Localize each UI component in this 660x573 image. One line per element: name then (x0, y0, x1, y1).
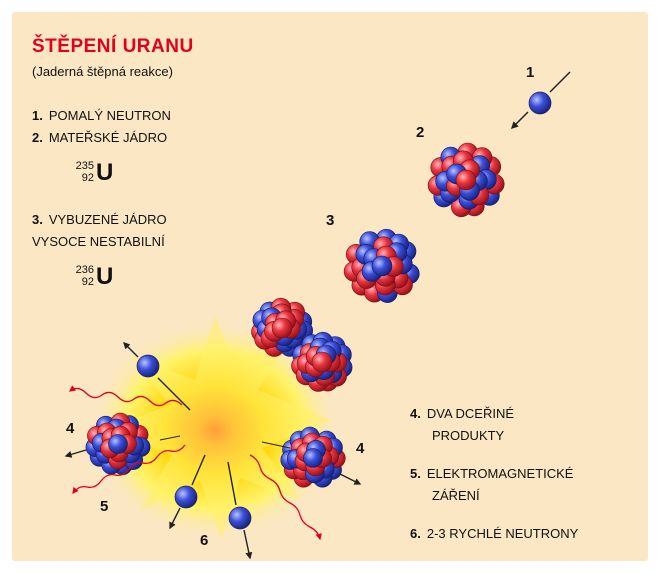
step-label-2: 2 (416, 124, 424, 141)
proton (312, 352, 332, 372)
daughter-motion-arrow (340, 474, 360, 484)
neutron (372, 256, 392, 276)
step-label-3: 3 (326, 212, 334, 229)
legend-item-3: 3.VYBUZENÉ JÁDRO (32, 210, 167, 229)
daughter-motion-arrow (66, 450, 86, 456)
fast-neutron (137, 355, 159, 377)
fast-neutron (175, 486, 197, 508)
legend-item-6: 6.2-3 RYCHLÉ NEUTRONY (410, 524, 578, 543)
proton (272, 318, 292, 338)
neutron (304, 449, 323, 468)
fast-neutron (229, 507, 251, 529)
step-label-5: 5 (100, 498, 108, 515)
legend-item-1: 1.POMALÝ NEUTRON (32, 106, 171, 125)
legend-item-4-line2: PRODUKTY (432, 426, 504, 445)
slow-neutron (529, 92, 551, 114)
incoming-neutron-arrow (512, 112, 528, 128)
legend-item-3-line2: VYSOCE NESTABILNÍ (32, 232, 165, 251)
page-title: ŠTĚPENÍ URANU (32, 36, 194, 58)
proton (456, 170, 476, 190)
legend-item-5-line2: ZÁŘENÍ (432, 486, 480, 505)
step-label-6: 6 (200, 532, 208, 549)
page-subtitle: (Jaderná štěpná reakce) (32, 64, 173, 79)
legend-item-2: 2.MATEŘSKÉ JÁDRO (32, 128, 167, 147)
incoming-neutron-track (550, 72, 570, 92)
step-label-4-right: 4 (356, 440, 364, 457)
parent-nucleus (428, 143, 504, 217)
excited-nucleus (344, 229, 419, 302)
legend-item-4: 4.DVA DCEŘINÉ (410, 404, 514, 423)
step-label-1: 1 (526, 64, 534, 81)
legend-item-5: 5.ELEKTROMAGNETICKÉ (410, 464, 573, 483)
step-label-4-left: 4 (66, 420, 74, 437)
neutron (109, 435, 128, 454)
